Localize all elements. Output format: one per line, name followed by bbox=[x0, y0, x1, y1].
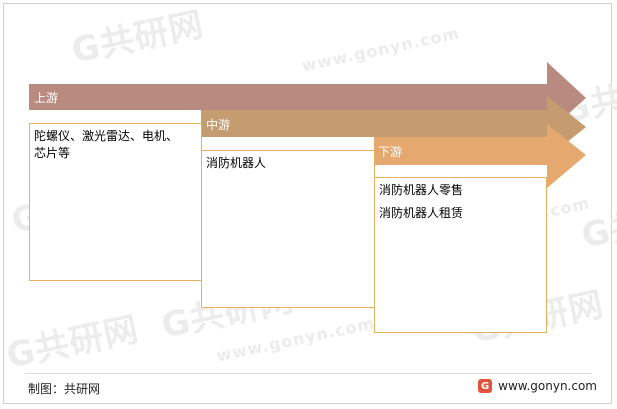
upstream-arrow bbox=[29, 62, 586, 133]
footer-divider bbox=[25, 373, 592, 374]
midstream-item: 消防机器人 bbox=[206, 156, 267, 170]
upstream-item: 陀螺仪、激光雷达、电机、 bbox=[34, 129, 179, 143]
downstream-arrow bbox=[374, 124, 586, 188]
upstream-box: 陀螺仪、激光雷达、电机、 芯片等 bbox=[29, 123, 202, 281]
downstream-box: 消防机器人零售 消防机器人租赁 bbox=[374, 177, 547, 333]
midstream-arrow bbox=[201, 96, 586, 158]
downstream-item: 消防机器人租赁 bbox=[379, 206, 464, 220]
upstream-label: 上游 bbox=[34, 91, 59, 105]
website-url: www.gonyn.com bbox=[498, 379, 597, 393]
midstream-label: 中游 bbox=[206, 118, 231, 132]
gonyn-logo-icon: G bbox=[478, 379, 493, 393]
downstream-label: 下游 bbox=[378, 145, 403, 159]
midstream-box: 消防机器人 bbox=[201, 150, 375, 308]
footer-website: G www.gonyn.com bbox=[478, 379, 597, 393]
upstream-item: 芯片等 bbox=[34, 146, 71, 160]
downstream-item: 消防机器人零售 bbox=[379, 183, 464, 197]
source-credit: 制图：共研网 bbox=[28, 382, 101, 396]
